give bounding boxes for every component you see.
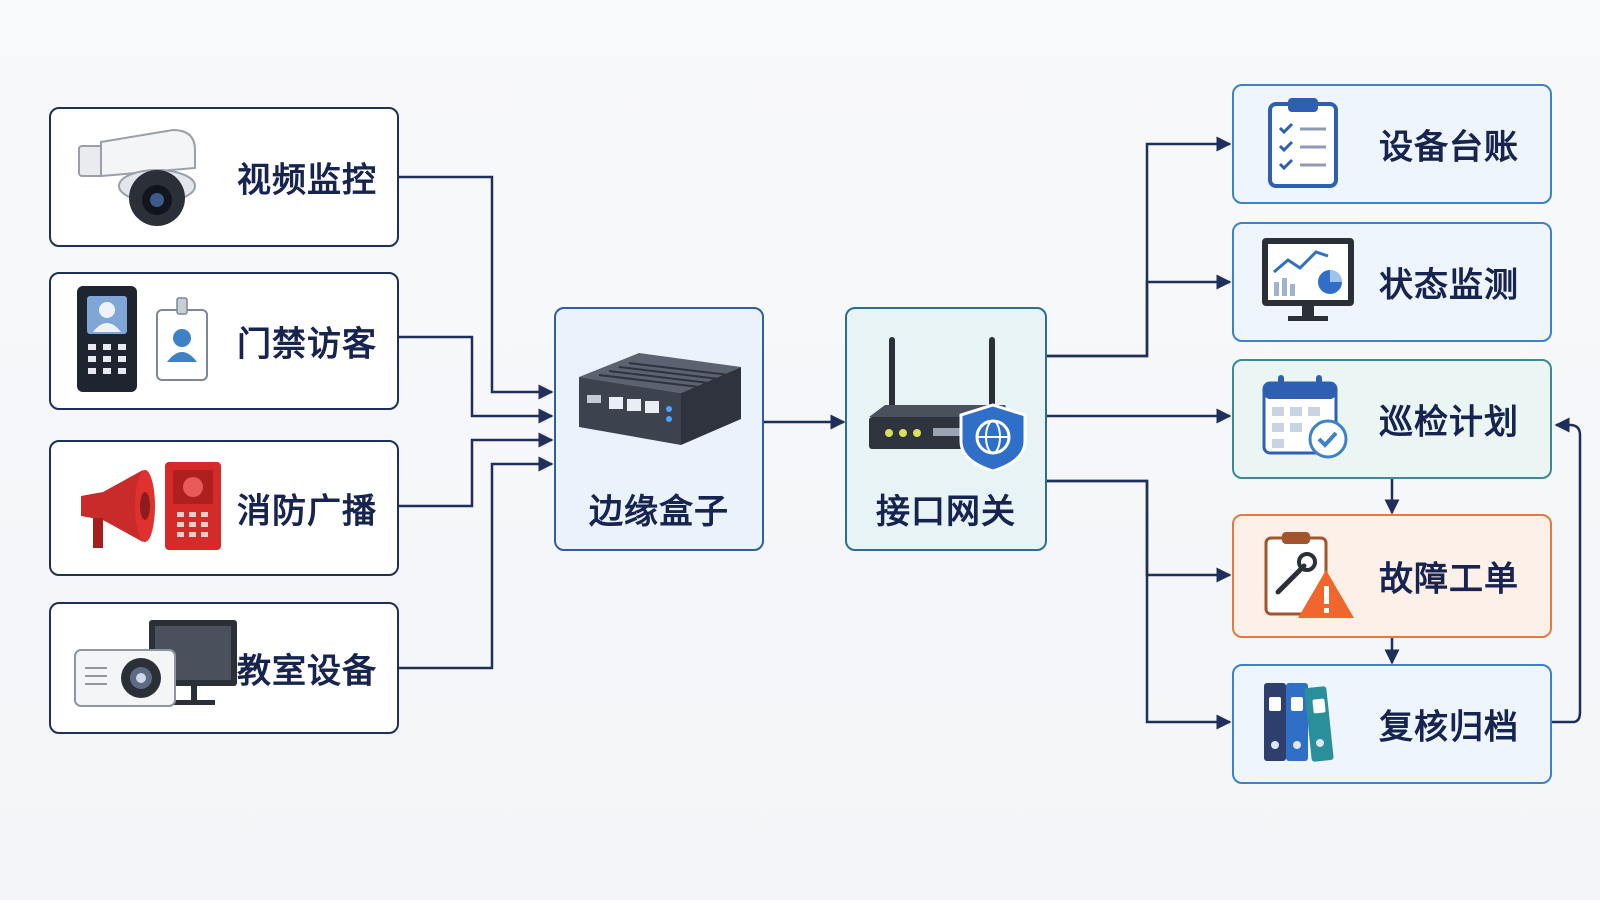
- edge-box-node: 边缘盒子: [554, 307, 764, 551]
- gateway-label: 接口网关: [876, 492, 1016, 532]
- edge-box-icon: [569, 337, 749, 461]
- source-video-surveillance: 视频监控: [49, 107, 399, 247]
- clipboard-checklist-icon: [1258, 94, 1348, 194]
- connector-gateway-to-ledger: [1047, 136, 1232, 358]
- wrench-warning-icon: [1258, 526, 1358, 626]
- output-label: 巡检计划: [1379, 402, 1519, 443]
- output-fault-ticket: 故障工单: [1232, 514, 1552, 638]
- connector-gateway-to-monitor: [1047, 274, 1232, 358]
- access-control-icon: [73, 284, 213, 398]
- calendar-check-icon: [1258, 369, 1354, 469]
- output-patrol-plan: 巡检计划: [1232, 359, 1552, 479]
- binders-icon: [1258, 679, 1348, 769]
- connector-classroom-to-edge: [399, 456, 554, 670]
- edge-box-label: 边缘盒子: [589, 492, 729, 532]
- router-shield-icon: [861, 331, 1031, 475]
- connector-access-to-edge: [399, 335, 554, 424]
- source-fire-broadcast: 消防广播: [49, 440, 399, 576]
- output-device-ledger: 设备台账: [1232, 84, 1552, 204]
- source-classroom-equipment: 教室设备: [49, 602, 399, 734]
- connector-archive-to-patrol: [1552, 417, 1582, 724]
- output-label: 状态监测: [1379, 265, 1519, 306]
- connector-camera-to-edge: [399, 175, 554, 400]
- fire-broadcast-icon: [73, 456, 223, 560]
- source-label: 消防广播: [237, 491, 377, 532]
- source-label: 门禁访客: [237, 324, 377, 365]
- output-review-archive: 复核归档: [1232, 664, 1552, 784]
- output-label: 故障工单: [1379, 559, 1519, 600]
- dome-camera-icon: [73, 120, 203, 234]
- source-label: 视频监控: [237, 160, 377, 201]
- connector-gateway-to-fault: [1047, 479, 1232, 583]
- output-label: 复核归档: [1379, 707, 1519, 748]
- output-status-monitoring: 状态监测: [1232, 222, 1552, 342]
- gateway-node: 接口网关: [845, 307, 1047, 551]
- monitor-chart-icon: [1258, 234, 1358, 330]
- source-label: 教室设备: [237, 651, 377, 692]
- projector-monitor-icon: [73, 616, 243, 720]
- connector-gateway-to-archive: [1047, 479, 1232, 730]
- connector-fire-to-edge: [399, 432, 554, 508]
- source-access-visitor: 门禁访客: [49, 272, 399, 410]
- output-label: 设备台账: [1379, 127, 1519, 168]
